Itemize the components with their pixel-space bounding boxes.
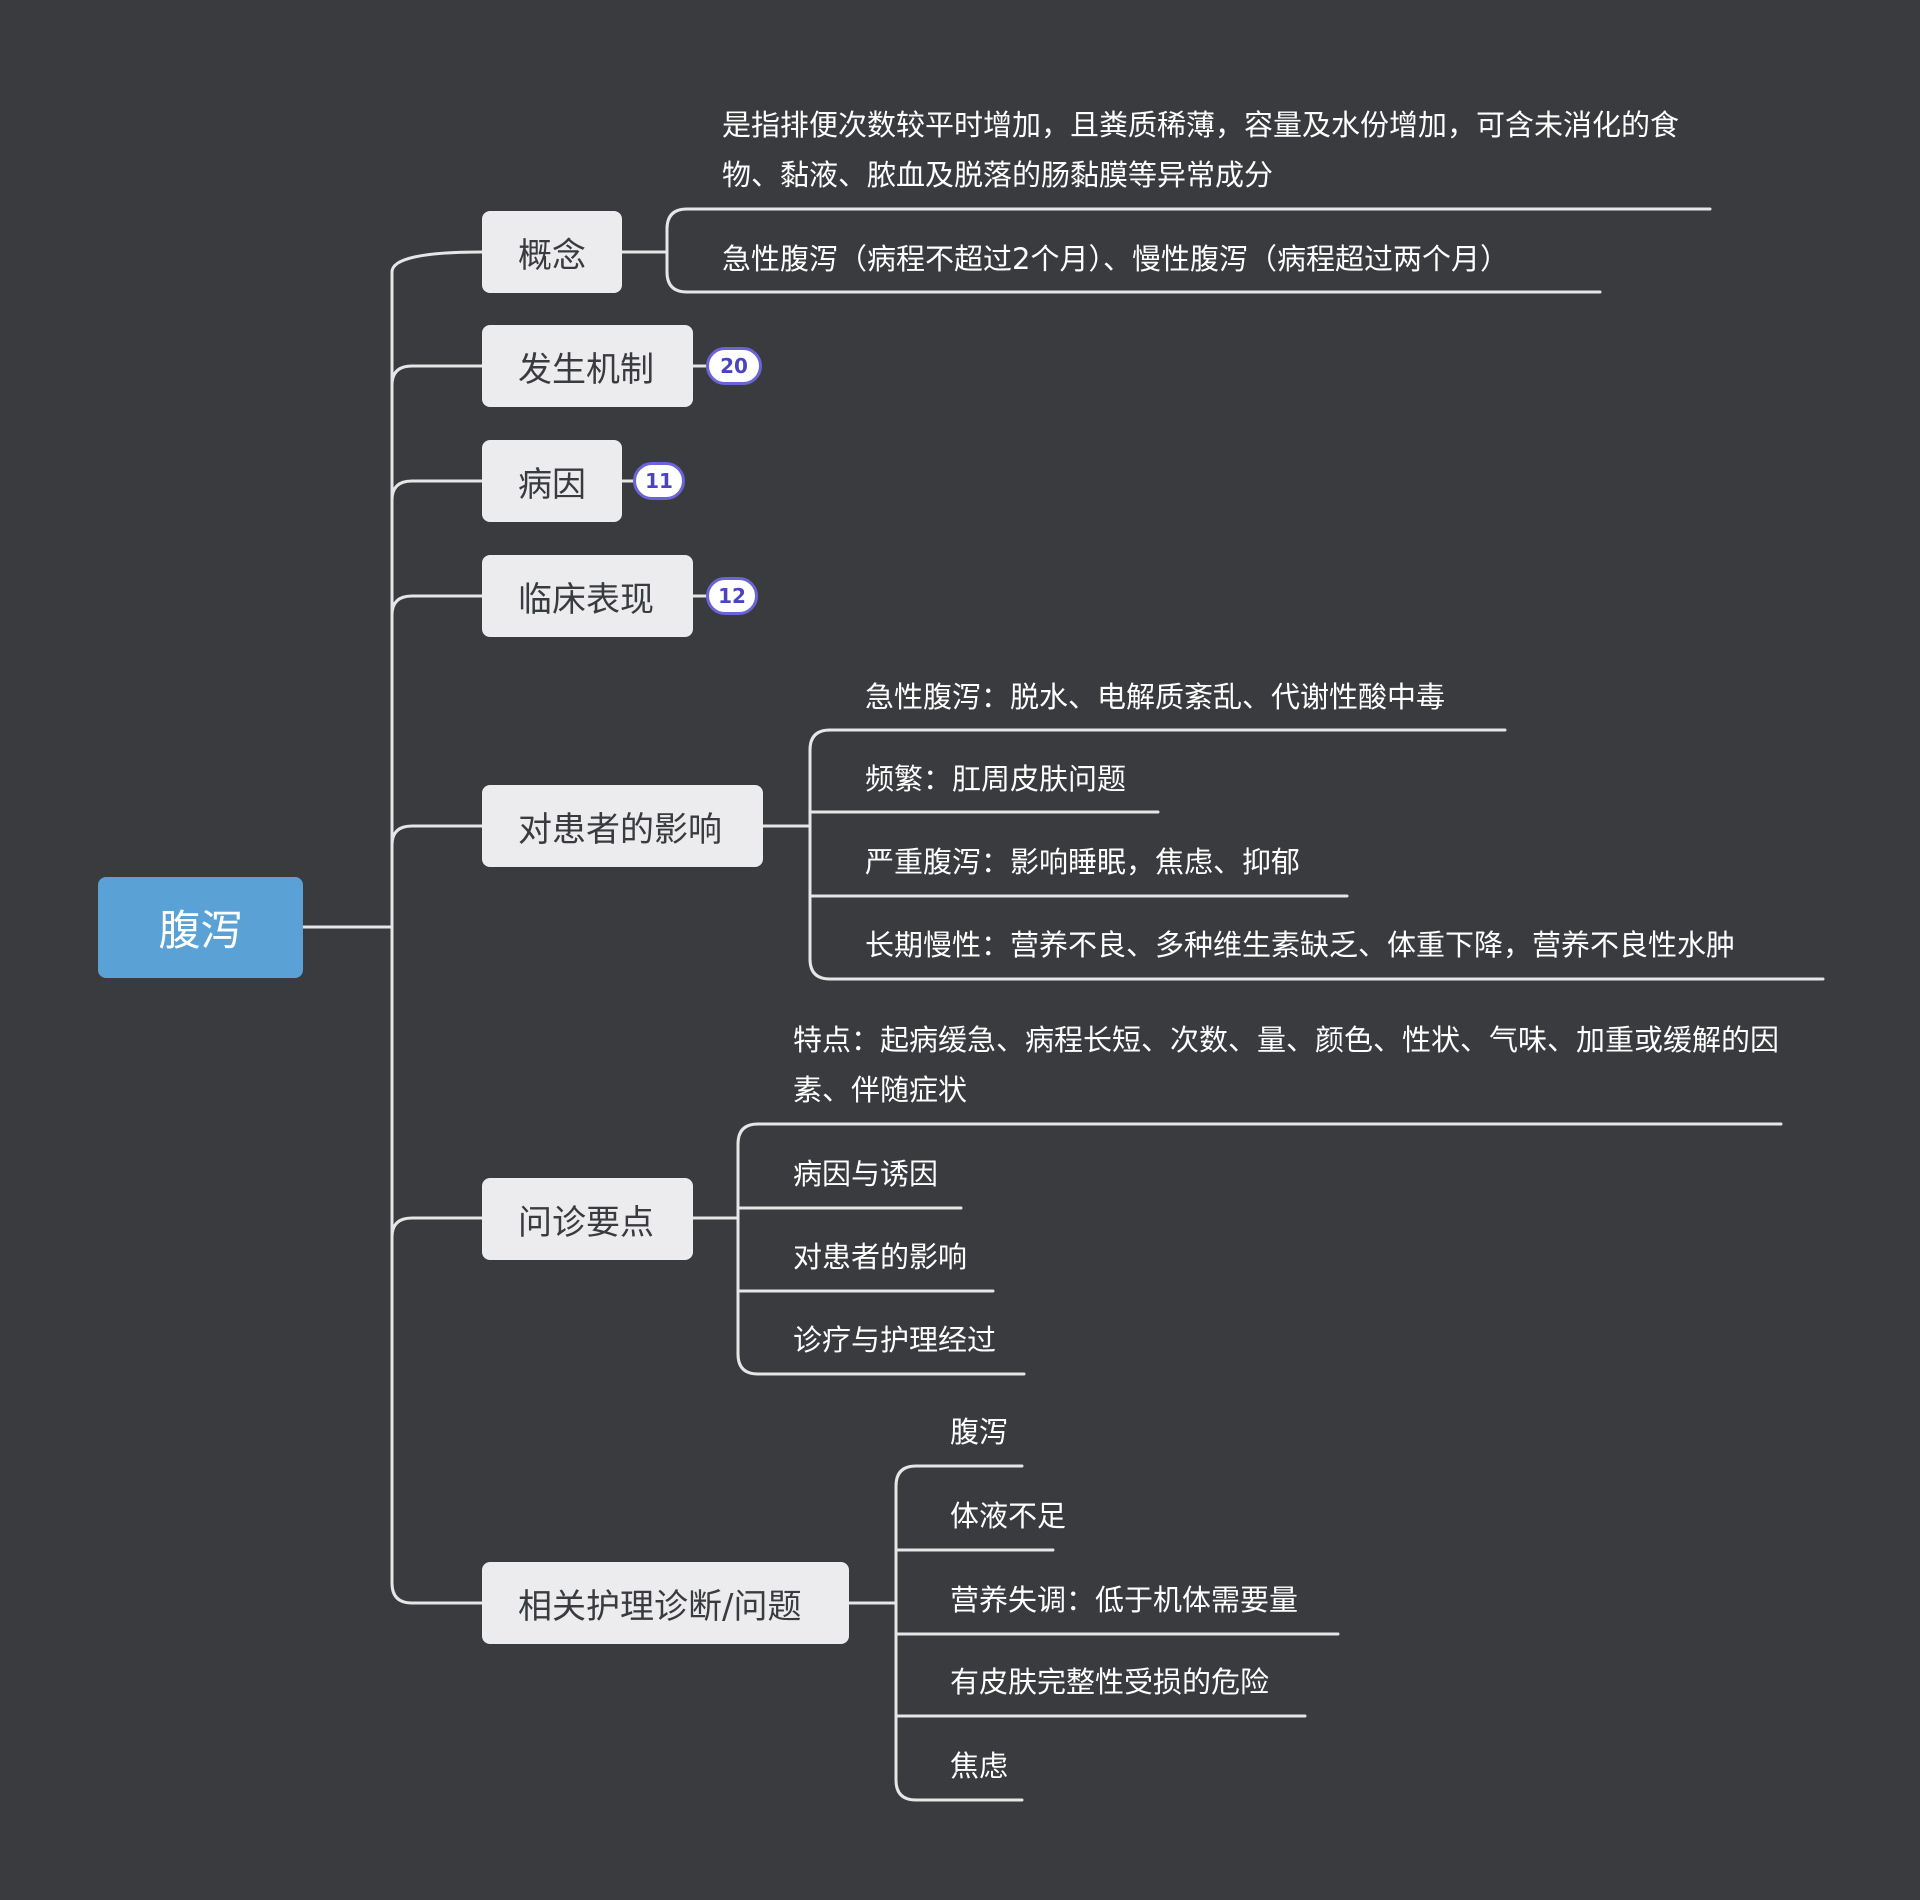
branch-mechanism[interactable]: 发生机制 bbox=[482, 325, 693, 407]
leaf-nursing-fluid[interactable]: 体液不足 bbox=[950, 1499, 1067, 1533]
child-bracket bbox=[736, 1122, 1783, 1376]
branch-connector bbox=[390, 594, 484, 617]
branch-clinical[interactable]: 临床表现 bbox=[482, 555, 693, 637]
child-bracket bbox=[665, 207, 1712, 294]
leaf-inquiry-causes[interactable]: 病因与诱因 bbox=[793, 1157, 939, 1191]
leaf-inquiry-impact[interactable]: 对患者的影响 bbox=[793, 1240, 968, 1274]
branch-concept[interactable]: 概念 bbox=[482, 211, 622, 293]
branch-connector bbox=[390, 479, 484, 502]
leaf-impact-severe[interactable]: 严重腹泻：影响睡眠，焦虑、抑郁 bbox=[865, 845, 1301, 879]
leaf-inquiry-features[interactable]: 特点：起病缓急、病程长短、次数、量、颜色、性状、气味、加重或缓解的因素、伴随症状 bbox=[793, 1023, 1780, 1107]
leaf-nursing-diarrhea[interactable]: 腹泻 bbox=[950, 1415, 1009, 1449]
branch-etiology[interactable]: 病因 bbox=[482, 440, 622, 522]
collapsed-count-badge[interactable]: 11 bbox=[633, 462, 685, 500]
trunk-line bbox=[390, 250, 484, 1605]
leaf-concept-definition[interactable]: 是指排便次数较平时增加，且粪质稀薄，容量及水份增加，可含未消化的食物、黏液、脓血… bbox=[722, 108, 1680, 192]
root-node[interactable]: 腹泻 bbox=[98, 877, 303, 978]
leaf-inquiry-treatment[interactable]: 诊疗与护理经过 bbox=[793, 1323, 997, 1357]
leaf-impact-acute[interactable]: 急性腹泻：脱水、电解质紊乱、代谢性酸中毒 bbox=[865, 680, 1446, 714]
branch-nursing[interactable]: 相关护理诊断/问题 bbox=[482, 1562, 849, 1644]
child-bracket bbox=[808, 728, 1825, 981]
branch-impact[interactable]: 对患者的影响 bbox=[482, 785, 763, 867]
branch-connector bbox=[390, 824, 484, 847]
leaf-concept-types[interactable]: 急性腹泻（病程不超过2个月）、慢性腹泻（病程超过两个月） bbox=[722, 242, 1509, 276]
branch-connector bbox=[390, 1216, 484, 1239]
branch-connector bbox=[390, 364, 484, 387]
leaf-impact-chronic[interactable]: 长期慢性：营养不良、多种维生素缺乏、体重下降，营养不良性水肿 bbox=[865, 928, 1736, 962]
leaf-nursing-skin[interactable]: 有皮肤完整性受损的危险 bbox=[950, 1665, 1270, 1699]
branch-inquiry[interactable]: 问诊要点 bbox=[482, 1178, 693, 1260]
leaf-nursing-anxiety[interactable]: 焦虑 bbox=[950, 1749, 1009, 1783]
leaf-impact-frequent[interactable]: 频繁：肛周皮肤问题 bbox=[865, 762, 1127, 796]
leaf-nursing-nutrition[interactable]: 营养失调：低于机体需要量 bbox=[950, 1583, 1299, 1617]
collapsed-count-badge[interactable]: 20 bbox=[706, 347, 762, 385]
collapsed-count-badge[interactable]: 12 bbox=[706, 577, 758, 615]
